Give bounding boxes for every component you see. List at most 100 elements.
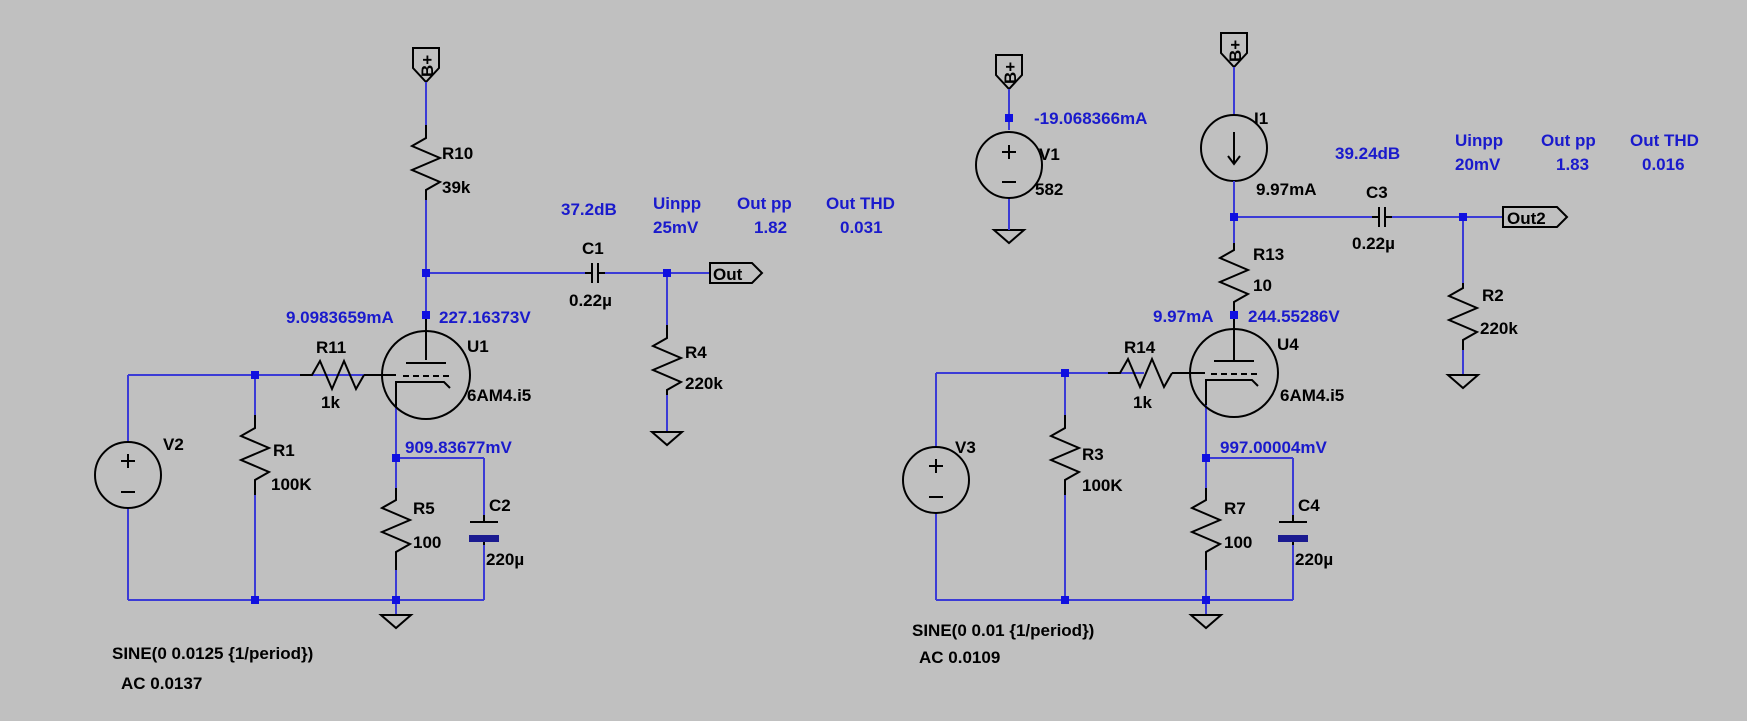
left-uinpp-label: Uinpp xyxy=(653,194,701,213)
left-r1-resistor[interactable] xyxy=(238,415,272,495)
left-c1-value: 0.22µ xyxy=(569,291,612,310)
left-plate-voltage: 227.16373V xyxy=(439,308,531,327)
right-v1-source[interactable] xyxy=(975,131,1043,199)
right-uinpp-label: Uinpp xyxy=(1455,131,1503,150)
right-plate-current: 9.97mA xyxy=(1153,307,1213,326)
right-i1-value: 9.97mA xyxy=(1256,180,1316,199)
right-outpp-label: Out pp xyxy=(1541,131,1596,150)
left-tube-u1[interactable] xyxy=(364,313,471,420)
left-outpp-label: Out pp xyxy=(737,194,792,213)
right-v1-bplus-label: B+ xyxy=(1001,62,1020,84)
left-r1-value: 100K xyxy=(271,475,312,494)
left-v2-name: V2 xyxy=(163,435,184,454)
right-c3-capacitor[interactable] xyxy=(1372,207,1392,227)
right-junctions xyxy=(1061,213,1467,604)
right-v3-name: V3 xyxy=(955,438,976,457)
right-outpp-value: 1.83 xyxy=(1556,155,1589,174)
left-bplus-flag[interactable]: B+ xyxy=(412,47,440,84)
left-r5-resistor[interactable] xyxy=(379,488,413,570)
right-r3-value: 100K xyxy=(1082,476,1123,495)
right-plate-voltage: 244.55286V xyxy=(1248,307,1340,326)
right-tube-u4[interactable] xyxy=(1172,313,1279,418)
left-cathode-voltage: 909.83677mV xyxy=(405,438,512,457)
right-r2-name: R2 xyxy=(1482,286,1504,305)
right-c4-value: 220µ xyxy=(1295,550,1333,569)
left-r4-resistor[interactable] xyxy=(650,325,684,395)
left-junctions xyxy=(251,269,671,604)
left-c1-capacitor[interactable] xyxy=(585,263,605,283)
right-supply-current: -19.068366mA xyxy=(1034,109,1147,128)
left-gain: 37.2dB xyxy=(561,200,617,219)
left-c1-name: C1 xyxy=(582,239,604,258)
right-r14-resistor[interactable] xyxy=(1108,356,1173,390)
right-source-line1: SINE(0 0.01 {1/period}) xyxy=(912,621,1094,640)
right-junction-v1 xyxy=(1005,114,1013,122)
left-v2-source[interactable] xyxy=(94,441,162,509)
left-bplus-label: B+ xyxy=(418,55,437,77)
left-r4-name: R4 xyxy=(685,343,707,362)
right-bplus-flag[interactable]: B+ xyxy=(1220,32,1248,69)
right-c3-value: 0.22µ xyxy=(1352,234,1395,253)
left-r5-name: R5 xyxy=(413,499,435,518)
left-outpp-value: 1.82 xyxy=(754,218,787,237)
right-r14-name: R14 xyxy=(1124,338,1156,357)
right-r3-name: R3 xyxy=(1082,445,1104,464)
right-ground-icon-v1 xyxy=(991,229,1027,245)
left-plate-current: 9.0983659mA xyxy=(286,308,394,327)
right-source-line2: AC 0.0109 xyxy=(919,648,1000,667)
right-gain: 39.24dB xyxy=(1335,144,1400,163)
left-u1-name: U1 xyxy=(467,337,489,356)
left-thd-value: 0.031 xyxy=(840,218,883,237)
left-source-line2: AC 0.0137 xyxy=(121,674,202,693)
right-r13-resistor[interactable] xyxy=(1217,243,1251,313)
right-out2-label: Out2 xyxy=(1507,209,1546,228)
right-c4-capacitor[interactable] xyxy=(1278,515,1308,545)
right-out2-flag[interactable]: Out2 xyxy=(1502,206,1569,228)
left-out-flag[interactable]: Out xyxy=(709,262,764,284)
left-r10-name: R10 xyxy=(442,144,473,163)
right-ground-icon xyxy=(1188,614,1224,630)
left-c2-name: C2 xyxy=(489,496,511,515)
left-thd-label: Out THD xyxy=(826,194,895,213)
right-u4-name: U4 xyxy=(1277,335,1299,354)
left-uinpp-value: 25mV xyxy=(653,218,699,237)
right-cathode-voltage: 997.00004mV xyxy=(1220,438,1327,457)
right-v1-bplus-flag[interactable]: B+ xyxy=(995,54,1023,91)
left-r10-resistor[interactable] xyxy=(409,125,443,200)
right-ground-icon-r2 xyxy=(1445,374,1481,390)
left-out-label: Out xyxy=(713,265,743,284)
right-r7-name: R7 xyxy=(1224,499,1246,518)
left-c2-value: 220µ xyxy=(486,550,524,569)
right-v1-name: V1 xyxy=(1039,145,1060,164)
right-uinpp-value: 20mV xyxy=(1455,155,1501,174)
right-r13-name: R13 xyxy=(1253,245,1284,264)
right-i1-name: I1 xyxy=(1254,109,1268,128)
left-r10-value: 39k xyxy=(442,178,471,197)
right-c3-name: C3 xyxy=(1366,183,1388,202)
left-ground-icon xyxy=(378,614,414,630)
left-r11-resistor[interactable] xyxy=(300,358,365,392)
left-circuit: B+ R10 39k C1 0.22µ xyxy=(94,47,895,693)
right-bplus-label: B+ xyxy=(1226,40,1245,62)
left-r11-value: 1k xyxy=(321,393,340,412)
right-r2-resistor[interactable] xyxy=(1446,283,1480,350)
left-r5-value: 100 xyxy=(413,533,441,552)
right-r7-resistor[interactable] xyxy=(1189,488,1223,570)
left-source-line1: SINE(0 0.0125 {1/period}) xyxy=(112,644,313,663)
right-thd-label: Out THD xyxy=(1630,131,1699,150)
left-c2-capacitor[interactable] xyxy=(469,515,499,545)
left-r1-name: R1 xyxy=(273,441,295,460)
right-r2-value: 220k xyxy=(1480,319,1518,338)
right-thd-value: 0.016 xyxy=(1642,155,1685,174)
right-c4-name: C4 xyxy=(1298,496,1320,515)
right-v1-value: 582 xyxy=(1035,180,1063,199)
right-r7-value: 100 xyxy=(1224,533,1252,552)
left-r11-name: R11 xyxy=(316,338,346,357)
right-r3-resistor[interactable] xyxy=(1048,415,1082,495)
right-u4-model: 6AM4.i5 xyxy=(1280,386,1344,405)
right-v3-source[interactable] xyxy=(902,446,970,514)
left-u1-model: 6AM4.i5 xyxy=(467,386,531,405)
right-circuit: B+ -19.068366mA V1 582 B+ I1 9.97mA xyxy=(902,32,1699,667)
left-ground-icon-r4 xyxy=(649,431,685,447)
